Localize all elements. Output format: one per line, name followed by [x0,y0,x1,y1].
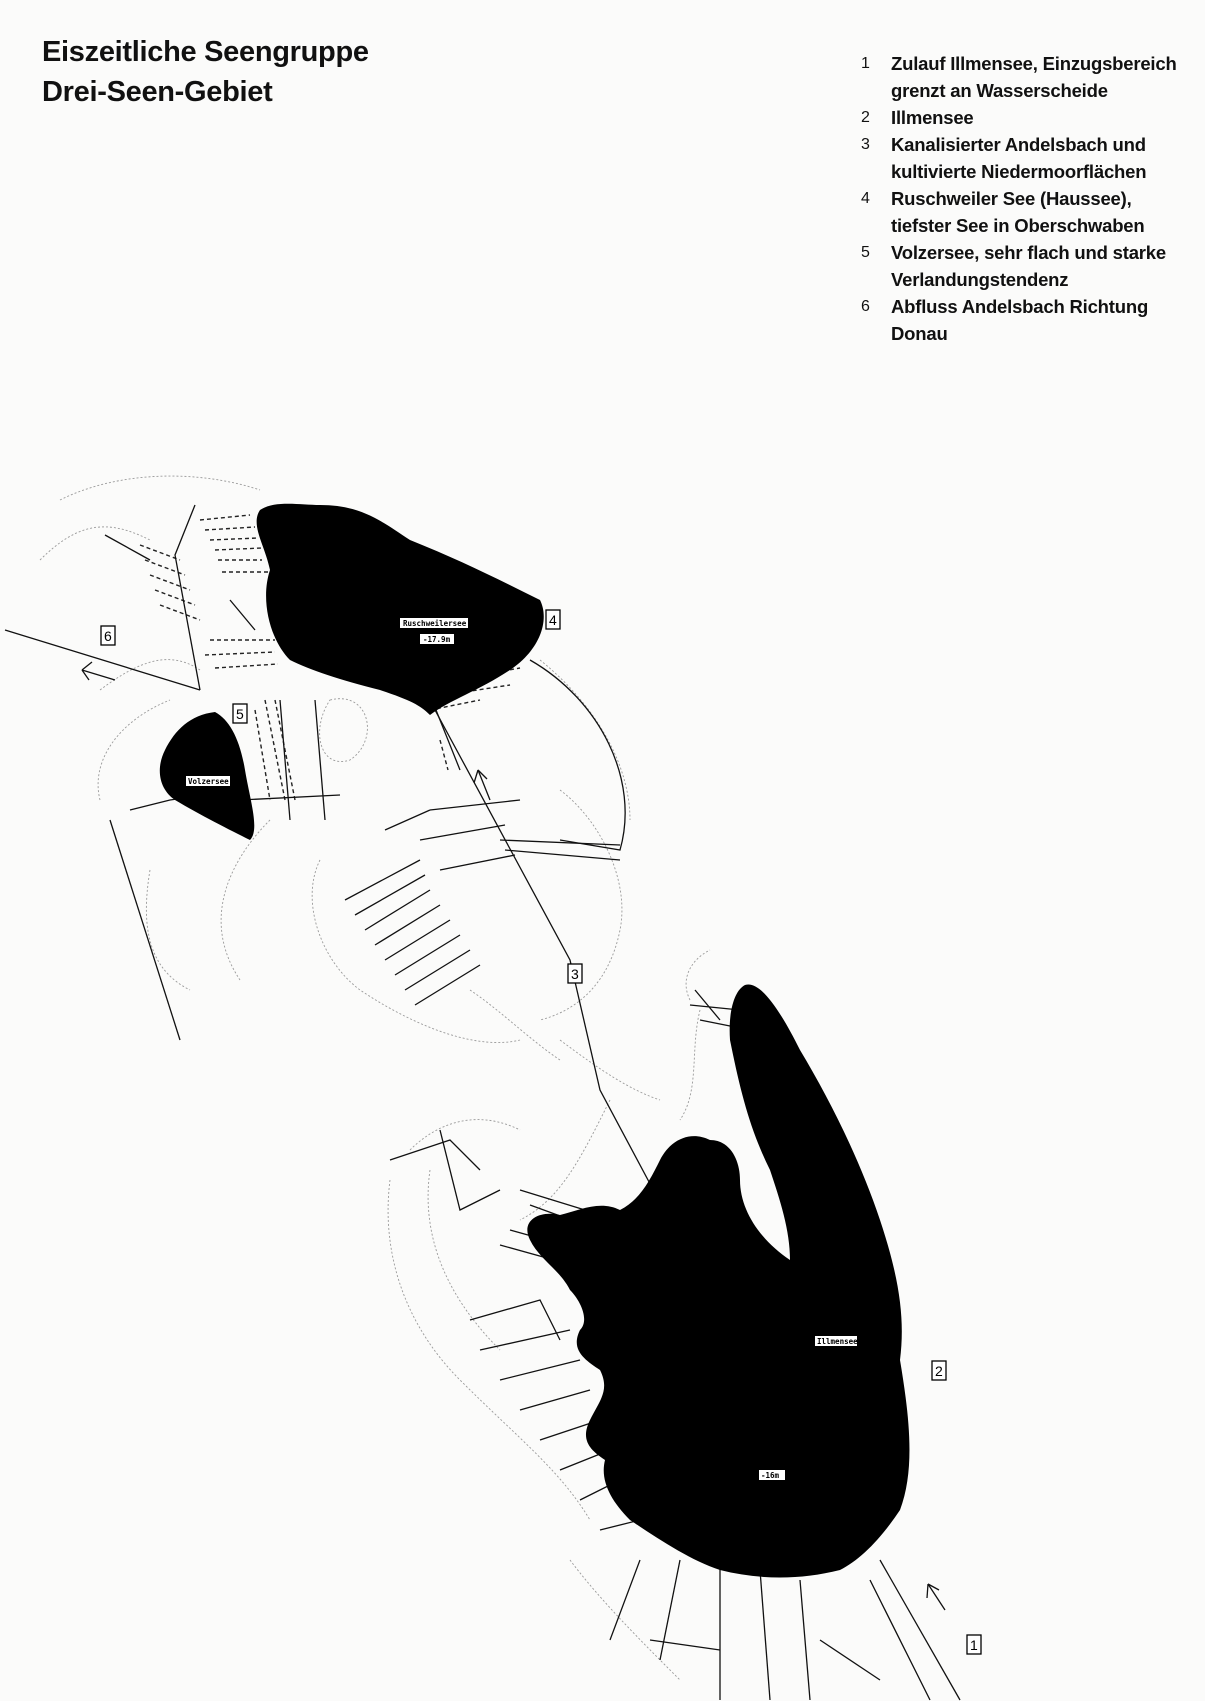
label-volzer-name: Volzersee [188,777,229,786]
lake-label-illmen: Illmensee -16m [759,1336,858,1480]
map-title: Eiszeitliche Seengruppe Drei-Seen-Gebiet [42,32,369,112]
label-ruschweiler-name: Ruschweilersee [403,619,467,628]
lake-label-ruschweiler: Ruschweilersee -17.9m [400,618,468,644]
lake-illmensee [527,984,910,1578]
arrow-icon [81,661,116,681]
svg-text:4: 4 [549,612,557,628]
marker-1: 1 [966,1634,982,1655]
contour-lines [39,475,711,1681]
svg-text:2: 2 [935,1363,943,1379]
marker-4: 4 [545,609,561,630]
marker-3: 3 [567,963,583,984]
title-line-1: Eiszeitliche Seengruppe [42,36,369,68]
marker-2: 2 [931,1360,947,1381]
flow-arrows [81,661,946,1611]
label-illmen-depth: -16m [761,1471,780,1480]
title-line-2: Drei-Seen-Gebiet [42,76,273,108]
svg-text:6: 6 [104,628,112,644]
label-ruschweiler-depth: -17.9m [423,635,451,644]
label-illmen-name: Illmensee [817,1337,858,1346]
svg-text:5: 5 [236,706,244,722]
svg-text:1: 1 [970,1637,978,1653]
lake-ruschweiler [256,503,544,715]
svg-text:3: 3 [571,966,579,982]
marsh-hatching [139,514,521,801]
lake-label-volzer: Volzersee [186,776,230,786]
arrow-icon [926,1583,946,1611]
marker-5: 5 [232,703,248,724]
arrow-icon [473,769,491,801]
marker-6: 6 [100,625,116,646]
